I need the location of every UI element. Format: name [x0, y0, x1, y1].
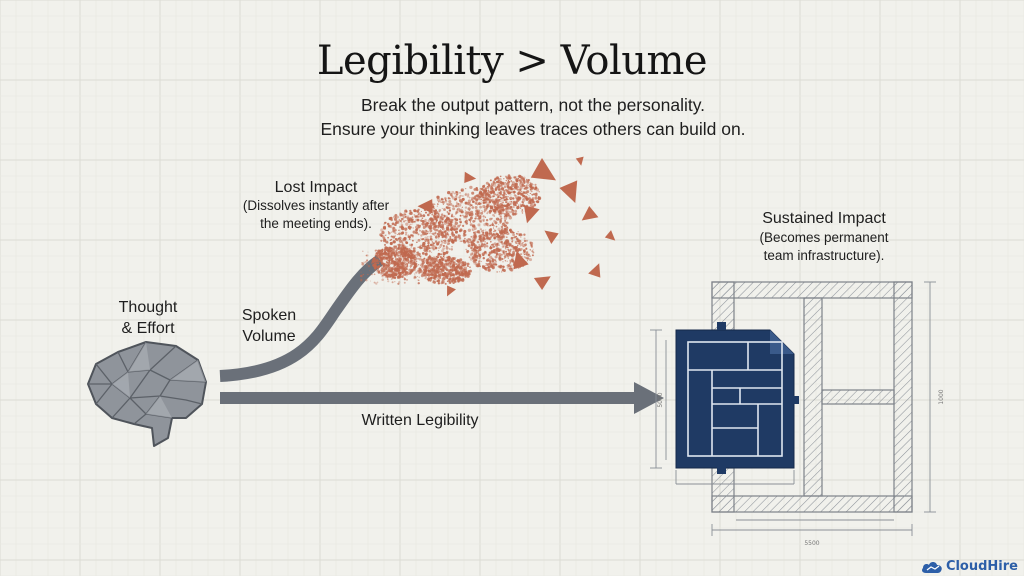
lost-impact-description: (Dissolves instantly after the meeting e…	[242, 198, 390, 231]
subtitle-line-1: Break the output pattern, not the person…	[360, 95, 706, 115]
blueprint-building-plan: 5500 1000 5000	[650, 281, 945, 547]
cloudhire-logo: CloudHire	[921, 559, 1018, 574]
dimension-bottom: 5500	[804, 540, 819, 547]
dissolving-dust-cloud	[359, 156, 616, 297]
written-legibility-arrow	[220, 382, 664, 414]
subtitle-line-2: Ensure your thinking leaves traces other…	[320, 119, 746, 139]
sustained-impact-description: (Becomes permanent team infrastructure).	[759, 230, 889, 263]
dimension-left: 5000	[657, 392, 664, 407]
spoken-volume-label: Spoken Volume	[241, 307, 297, 345]
cloud-icon	[921, 561, 942, 573]
written-legibility-label: Written Legibility	[361, 412, 479, 429]
page-title: Legibility > Volume	[316, 38, 708, 84]
sustained-impact-title: Sustained Impact	[762, 210, 886, 227]
dimension-right: 1000	[938, 389, 945, 404]
brand-name: CloudHire	[945, 559, 1018, 574]
lost-impact-title: Lost Impact	[274, 179, 358, 196]
brain-icon	[87, 341, 207, 447]
written-document-icon	[675, 329, 795, 469]
thought-effort-label: Thought & Effort	[118, 299, 178, 337]
